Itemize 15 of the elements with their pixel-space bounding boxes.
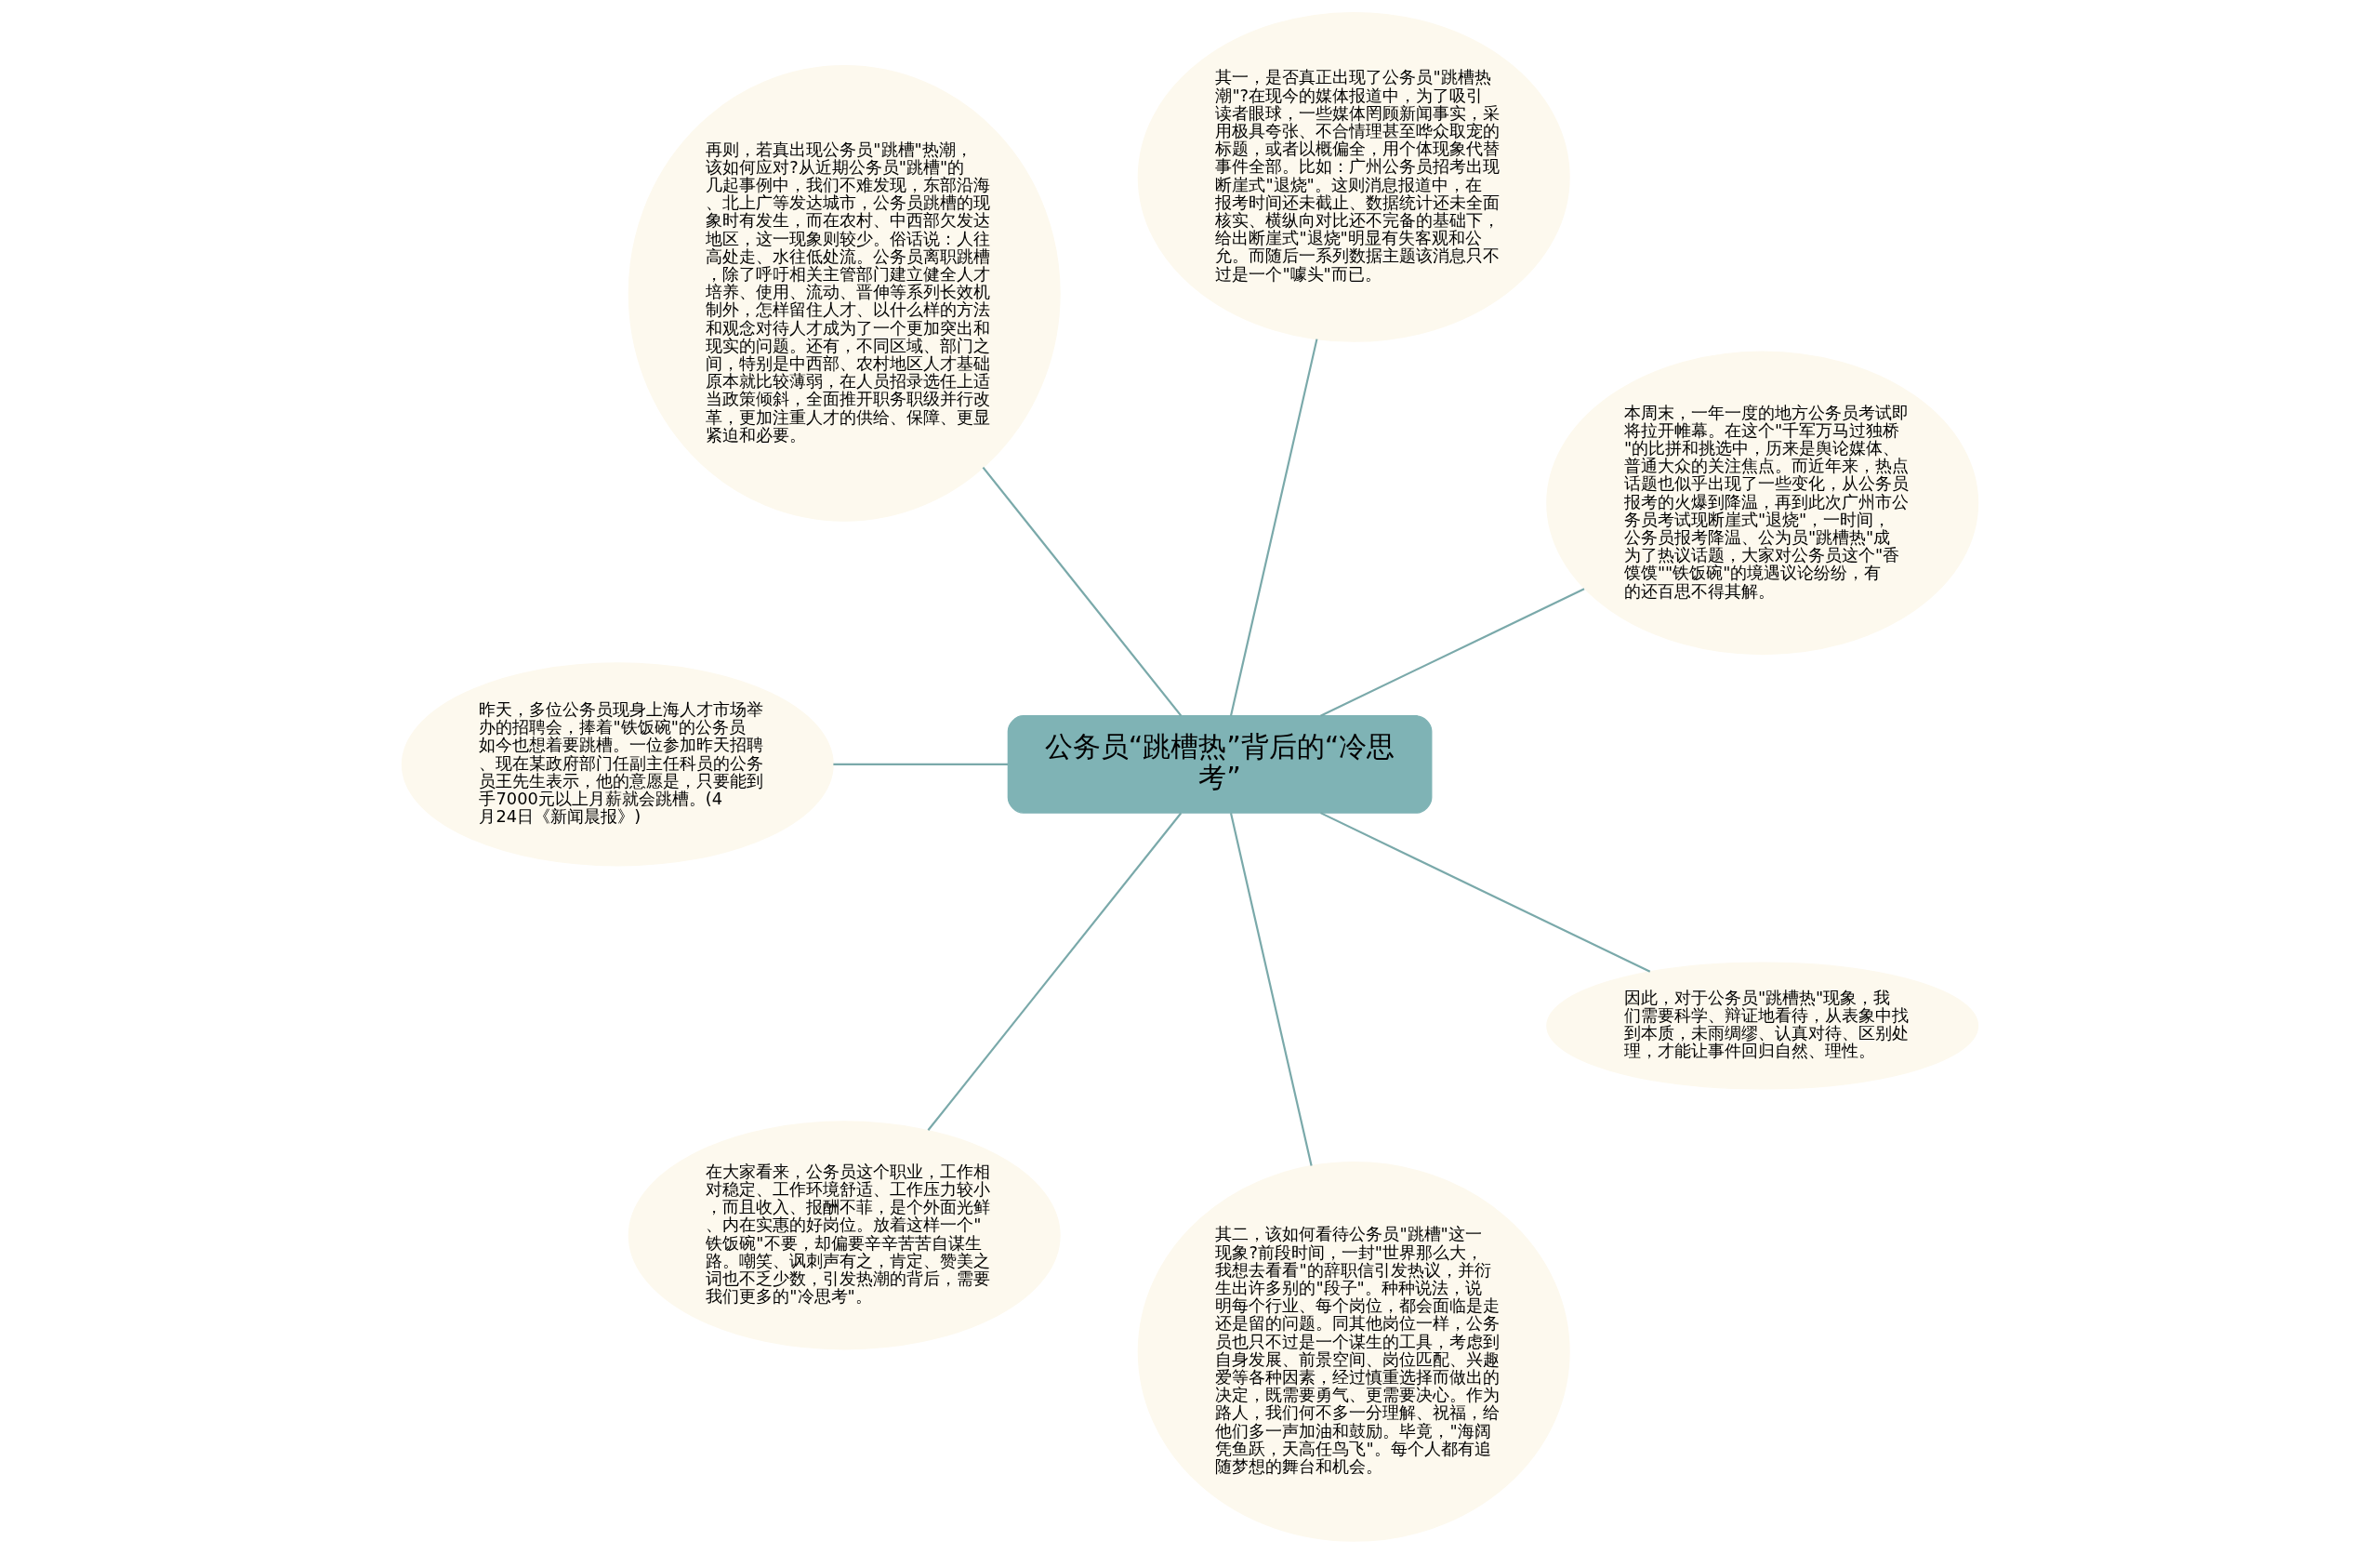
connector — [1320, 812, 1651, 973]
node-circle: 再则，若真出现公务员"跳槽"热潮，该如何应对?从近期公务员"跳槽"的几起事例中，我们不难发现，东部沿海、北上广等发达城市，公务员跳槽的现象时有发生，而在农村、中西部欠发达地区，这一现象则较少。俗话说：人往高处走、水往低处流。公务员离职跳槽，除了呼吁相关主管部门建立健全人才培养、使用、流动、晋伸等系列长效机制外，怎样留住人才、以什么样的方法和观念对待人才成为了一个更加突出和现实的问题。还有，不同区域、部门之间，特别是中西部、农村地区人才基础原本就比较薄弱，在人员招录选任上适当政策倾斜，全面推开职务职级并行改革，更加注重人才的供给、保障、更显紧迫和必要。 — [628, 65, 1061, 522]
node-ellipse: 其二，该如何看待公务员"跳槽"这一现象?前段时间，一封"世界那么大，我想去看看"的辞职信引发热议，并衍生出许多别的"段子"。种种说法，说明每个行业、每个岗位，都会面临是走还是留的问题。同其他岗位一样，公务员也只不过是一个谋生的工具，考虑到自身发展、前景空间、岗位匹配、兴趣爱等各种因素，经过慎重选择而做出的决定，既需要勇气、更需要决心。作为路人，我们何不多一分理解、祝福，给他们多一声加油和鼓励。毕竟，"海阔凭鱼跃，天高任鸟飞"。每个人都有追随梦想的舞台和机会。 — [1137, 1162, 1570, 1542]
node-ellipse: 本周末，一年一度的地方公务员考试即将拉开帷幕。在这个"千军万马过独桥"的比拼和挑选中，历来是舆论媒体、普通大众的关注焦点。而近年来，热点话题也似乎出现了一些变化，从公务员报考的火爆到降温，再到此次广州市公务员考试现断崖式"退烧"，一时间，公务员报考降温、公为员"跳槽热"成为了热议话题，大家对公务员这个"香馍馍""铁饭碗"的境遇议论纷纷，有的还百思不得其解。 — [1546, 351, 1979, 656]
connector — [1320, 588, 1585, 717]
connector — [833, 763, 1009, 765]
node-ellipse: 因此，对于公务员"跳槽热"现象，我们需要科学、辩证地看待，从表象中找到本质，未雨绸缪、认真对待、区别处理，才能让事件回归自然、理性。 — [1546, 962, 1979, 1090]
connector — [1229, 339, 1318, 716]
node-ellipse: 在大家看来，公务员这个职业，工作相对稳定、工作环境舒适、工作压力较小，而且收入、报酬不菲，是个外面光鲜、内在实惠的好岗位。放着这样一个"铁饭碗"不要，却偏要辛辛苦苦自谋生路。嘲笑、讽刺声有之，肯定、赞美之词也不乏少数，引发热潮的背后，需要我们更多的"冷思考"。 — [628, 1121, 1061, 1350]
connector — [982, 466, 1183, 717]
connector — [927, 812, 1183, 1131]
node-ellipse: 昨天，多位公务员现身上海人才市场举办的招聘会，捧着"铁饭碗"的公务员如今也想着要跳槽。一位参加昨天招聘、现在某政府部门任副主任科员的公务员王先生表示，他的意愿是，只要能到手7000元以上月薪就会跳槽。(4月24日《新闻晨报》) — [401, 662, 834, 867]
connector — [1229, 812, 1313, 1166]
node-box: 公务员“跳槽热”背后的“冷思考” — [1007, 715, 1433, 814]
node-ellipse: 其一，是否真正出现了公务员"跳槽热潮"?在现今的媒体报道中，为了吸引读者眼球，一些媒体罔顾新闻事实，采用极具夸张、不合情理甚至哗众取宠的标题，或者以概偏全，用个体现象代替事件全部。比如：广州公务员招考出现断崖式"退烧"。这则消息报道中，在报考时间还未截止、数据统计还未全面核实、横纵向对比还不完备的基础下，给出断崖式"退烧"明显有失客观和公允。而随后一系列数据主题该消息只不过是一个"噱头"而已。 — [1137, 11, 1570, 342]
